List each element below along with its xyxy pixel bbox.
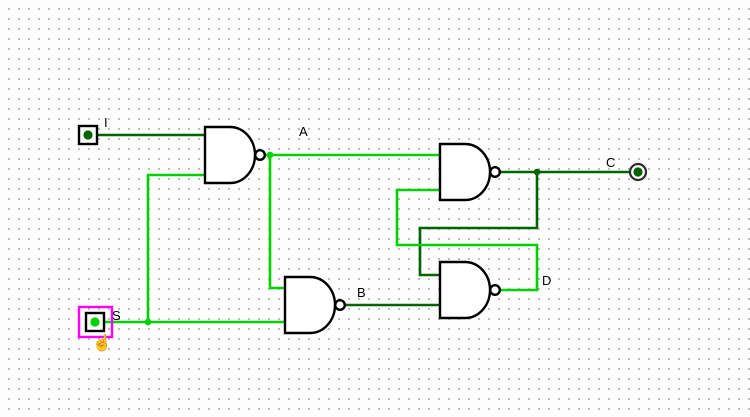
pin-label-i: I — [104, 115, 108, 130]
wire-junction — [533, 168, 541, 176]
nand-gate-2[interactable] — [283, 275, 347, 335]
output-pin-c[interactable] — [628, 162, 648, 182]
pin-state-indicator — [633, 167, 643, 177]
input-pin-s[interactable] — [84, 311, 106, 333]
wire-net-d-feedback[interactable] — [395, 188, 539, 292]
inverter-bubble — [254, 149, 267, 162]
poke-cursor-icon: ☝ — [92, 333, 112, 352]
wire-junction — [266, 151, 274, 159]
net-label-a: A — [299, 124, 308, 139]
wire-net-c-feedback[interactable] — [418, 172, 539, 277]
nand-gate-1[interactable] — [203, 125, 267, 185]
wire-net-s-to-nand1[interactable] — [146, 173, 205, 322]
pin-label-c: C — [606, 155, 615, 170]
net-label-b: B — [357, 285, 366, 300]
nand-gate-3[interactable] — [438, 142, 502, 202]
inverter-bubble — [489, 284, 502, 297]
selection-highlight — [77, 305, 114, 339]
input-pin-i[interactable] — [77, 124, 99, 146]
nand-gate-4[interactable] — [438, 260, 502, 320]
net-label-d: D — [542, 273, 551, 288]
wire-net-a-branch[interactable] — [268, 155, 285, 290]
wire-junction — [144, 318, 152, 326]
inverter-bubble — [489, 166, 502, 179]
inverter-bubble — [334, 299, 347, 312]
pin-label-s: S — [112, 308, 121, 323]
pin-state-indicator — [83, 130, 93, 140]
pin-state-indicator — [90, 317, 100, 327]
